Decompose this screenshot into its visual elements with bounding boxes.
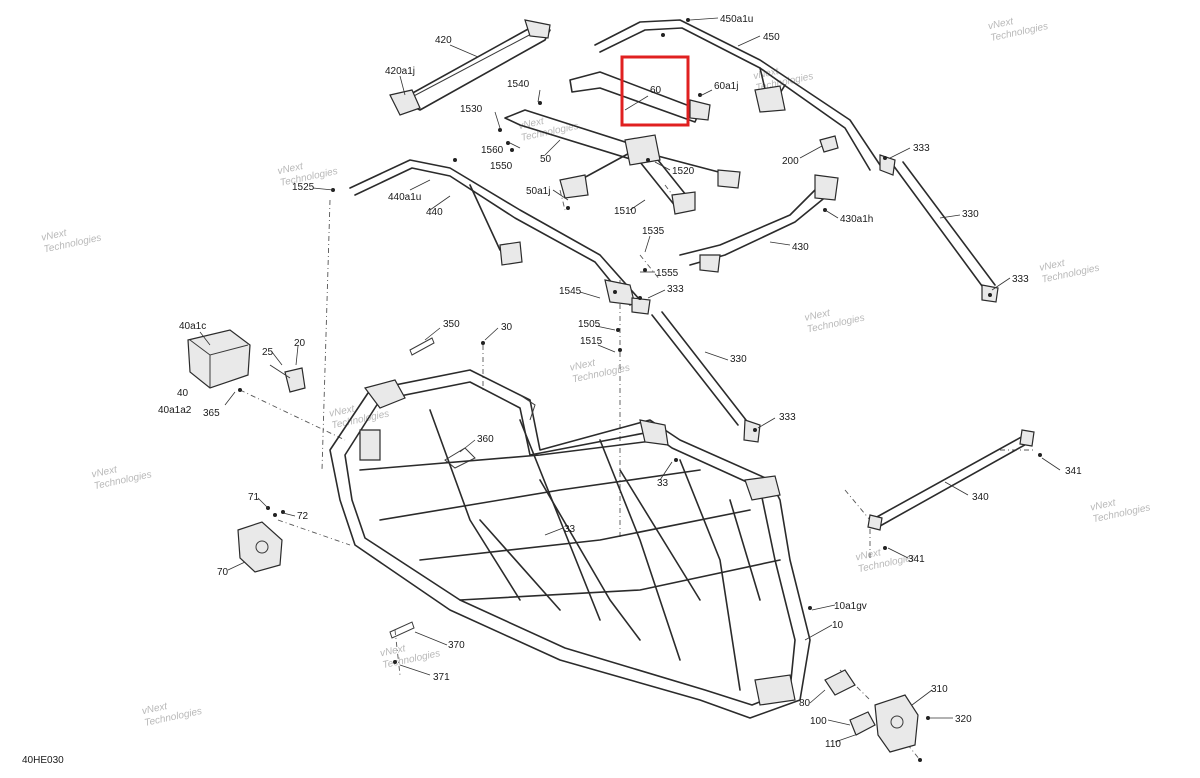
label-50: 50: [540, 154, 552, 165]
watermark: vNext: [855, 547, 883, 563]
label-420: 420: [435, 35, 452, 46]
label-1515: 1515: [580, 336, 603, 347]
label-450: 450: [763, 32, 780, 43]
label-370: 370: [448, 640, 465, 651]
watermark: vNext: [328, 403, 356, 419]
label-1540: 1540: [507, 79, 530, 90]
label-100: 100: [810, 716, 827, 727]
label-1550: 1550: [490, 161, 513, 172]
label-20: 20: [294, 338, 306, 349]
label-40a1a2: 40a1a2: [158, 405, 192, 416]
watermark: vNext: [40, 227, 68, 243]
label-40: 40: [177, 388, 189, 399]
label-420a1j: 420a1j: [385, 66, 415, 77]
label-1560: 1560: [481, 145, 504, 156]
label-1555: 1555: [656, 268, 679, 279]
label-200: 200: [782, 156, 799, 167]
label-33-upper: 33: [657, 478, 669, 489]
label-25: 25: [262, 347, 274, 358]
part-310-bracket: [874, 694, 919, 753]
label-340: 340: [972, 492, 989, 503]
part-430-side-bar: [679, 174, 839, 273]
label-1545: 1545: [559, 286, 582, 297]
label-333-top-right: 333: [913, 143, 930, 154]
label-50a1j: 50a1j: [526, 186, 550, 197]
watermark: vNext: [141, 701, 169, 717]
watermark: vNext: [518, 116, 546, 132]
part-70-bracket: [237, 521, 283, 573]
part-200-clip: [819, 135, 839, 153]
watermark: vNext: [1038, 258, 1066, 274]
part-370-clip: [389, 621, 415, 639]
label-1530: 1530: [460, 104, 483, 115]
part-440-roof-bar: [349, 159, 641, 306]
part-10-main-frame: [329, 369, 811, 719]
label-365: 365: [203, 408, 220, 419]
label-333-center-bottom: 333: [779, 412, 796, 423]
label-341-bottom: 341: [908, 554, 925, 565]
label-330-right: 330: [962, 209, 979, 220]
label-1505: 1505: [578, 319, 601, 330]
label-341-top: 341: [1065, 466, 1082, 477]
label-333-right-lower: 333: [1012, 274, 1029, 285]
part-360-clip: [444, 447, 476, 469]
label-70: 70: [217, 567, 229, 578]
label-110: 110: [825, 739, 841, 750]
label-430a1h: 430a1h: [840, 214, 873, 225]
watermark: vNext: [1089, 497, 1117, 513]
label-440: 440: [426, 207, 443, 218]
label-320: 320: [955, 714, 972, 725]
part-420-crossbar: [389, 19, 551, 116]
label-360: 360: [477, 434, 494, 445]
label-310: 310: [931, 684, 948, 695]
label-71: 71: [248, 492, 260, 503]
highlight-box-part-60: [620, 55, 690, 127]
label-10: 10: [832, 620, 844, 631]
label-40a1c: 40a1c: [179, 321, 206, 332]
label-72: 72: [297, 511, 309, 522]
assembly-center-lines: [239, 184, 1035, 761]
label-440a1u: 440a1u: [388, 192, 421, 203]
watermark: vNext: [277, 161, 305, 177]
label-430: 430: [792, 242, 809, 253]
label-333-center-top: 333: [667, 284, 684, 295]
watermark: vNext: [804, 307, 832, 323]
label-371: 371: [433, 672, 450, 683]
watermark: vNext: [379, 643, 407, 659]
label-60a1j: 60a1j: [714, 81, 738, 92]
label-1535: 1535: [642, 226, 665, 237]
label-30: 30: [501, 322, 513, 333]
part-100-bracket: [849, 711, 876, 736]
watermark: vNext: [569, 357, 597, 373]
part-350-clip: [409, 337, 435, 356]
label-33-lower: 33: [564, 524, 576, 535]
part-330-strut-center: [631, 297, 761, 443]
part-labels: 420 420a1j 450a1u 450 1540 60 60a1j 1530…: [158, 14, 1082, 750]
label-350: 350: [443, 319, 460, 330]
fasteners: [238, 18, 1042, 762]
part-50-roof-cross: [504, 109, 741, 215]
part-80-bracket: [824, 669, 856, 696]
part-40-bracket: [187, 329, 251, 389]
label-1520: 1520: [672, 166, 695, 177]
label-60: 60: [650, 85, 662, 96]
label-10a1gv: 10a1gv: [834, 601, 867, 612]
leader-lines: [199, 17, 1061, 743]
label-330-center: 330: [730, 354, 747, 365]
part-60-roof-cross: [569, 71, 711, 123]
label-1510: 1510: [614, 206, 637, 217]
part-450-roof-bar: [594, 19, 881, 171]
part-20-25-pins: [269, 364, 306, 393]
part-340-rear-bar: [867, 429, 1035, 531]
diagram-code: 40HE030: [22, 755, 64, 766]
label-1525: 1525: [292, 182, 315, 193]
watermark: vNext: [987, 16, 1015, 32]
part-330-strut-right: [879, 154, 999, 303]
watermark: vNext: [91, 464, 119, 480]
label-450a1u: 450a1u: [720, 14, 753, 25]
label-80: 80: [799, 698, 811, 709]
